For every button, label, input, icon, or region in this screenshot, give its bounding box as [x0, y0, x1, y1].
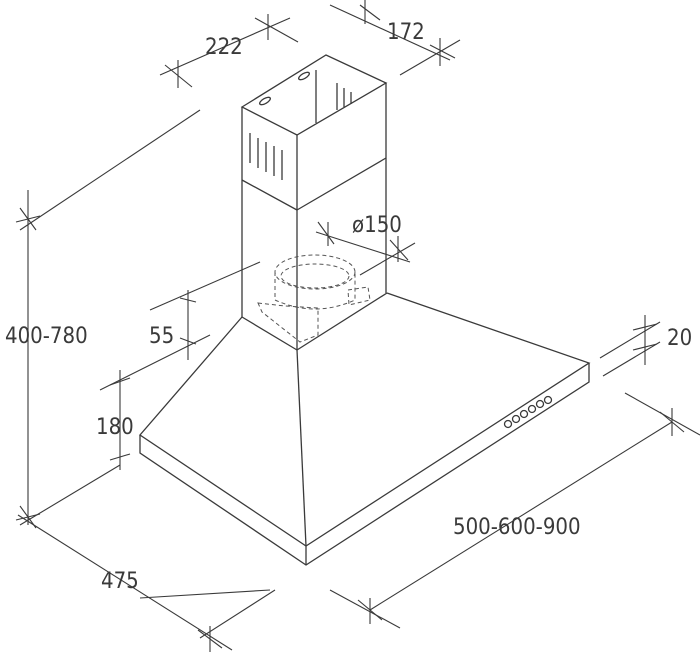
label-total-height: 400-780: [5, 324, 88, 349]
dimension-labels: 222 172 ø150 400-780 55 180 475 500-600-…: [5, 20, 692, 594]
vent-slots: [249, 83, 352, 180]
label-hood-height: 180: [96, 415, 134, 440]
label-hood-offset: 55: [149, 324, 174, 349]
label-chimney-width: 222: [205, 35, 243, 60]
label-panel-thickness: 20: [667, 326, 692, 351]
label-duct-diameter: ø150: [352, 213, 402, 238]
hood-body: [139, 292, 591, 566]
label-chimney-depth: 172: [387, 20, 425, 45]
control-knobs: [503, 395, 553, 429]
label-hood-depth: 475: [101, 569, 139, 594]
chimney: [240, 54, 388, 350]
label-hood-width: 500-600-900: [453, 515, 581, 540]
dimension-lines: [15, 0, 700, 652]
